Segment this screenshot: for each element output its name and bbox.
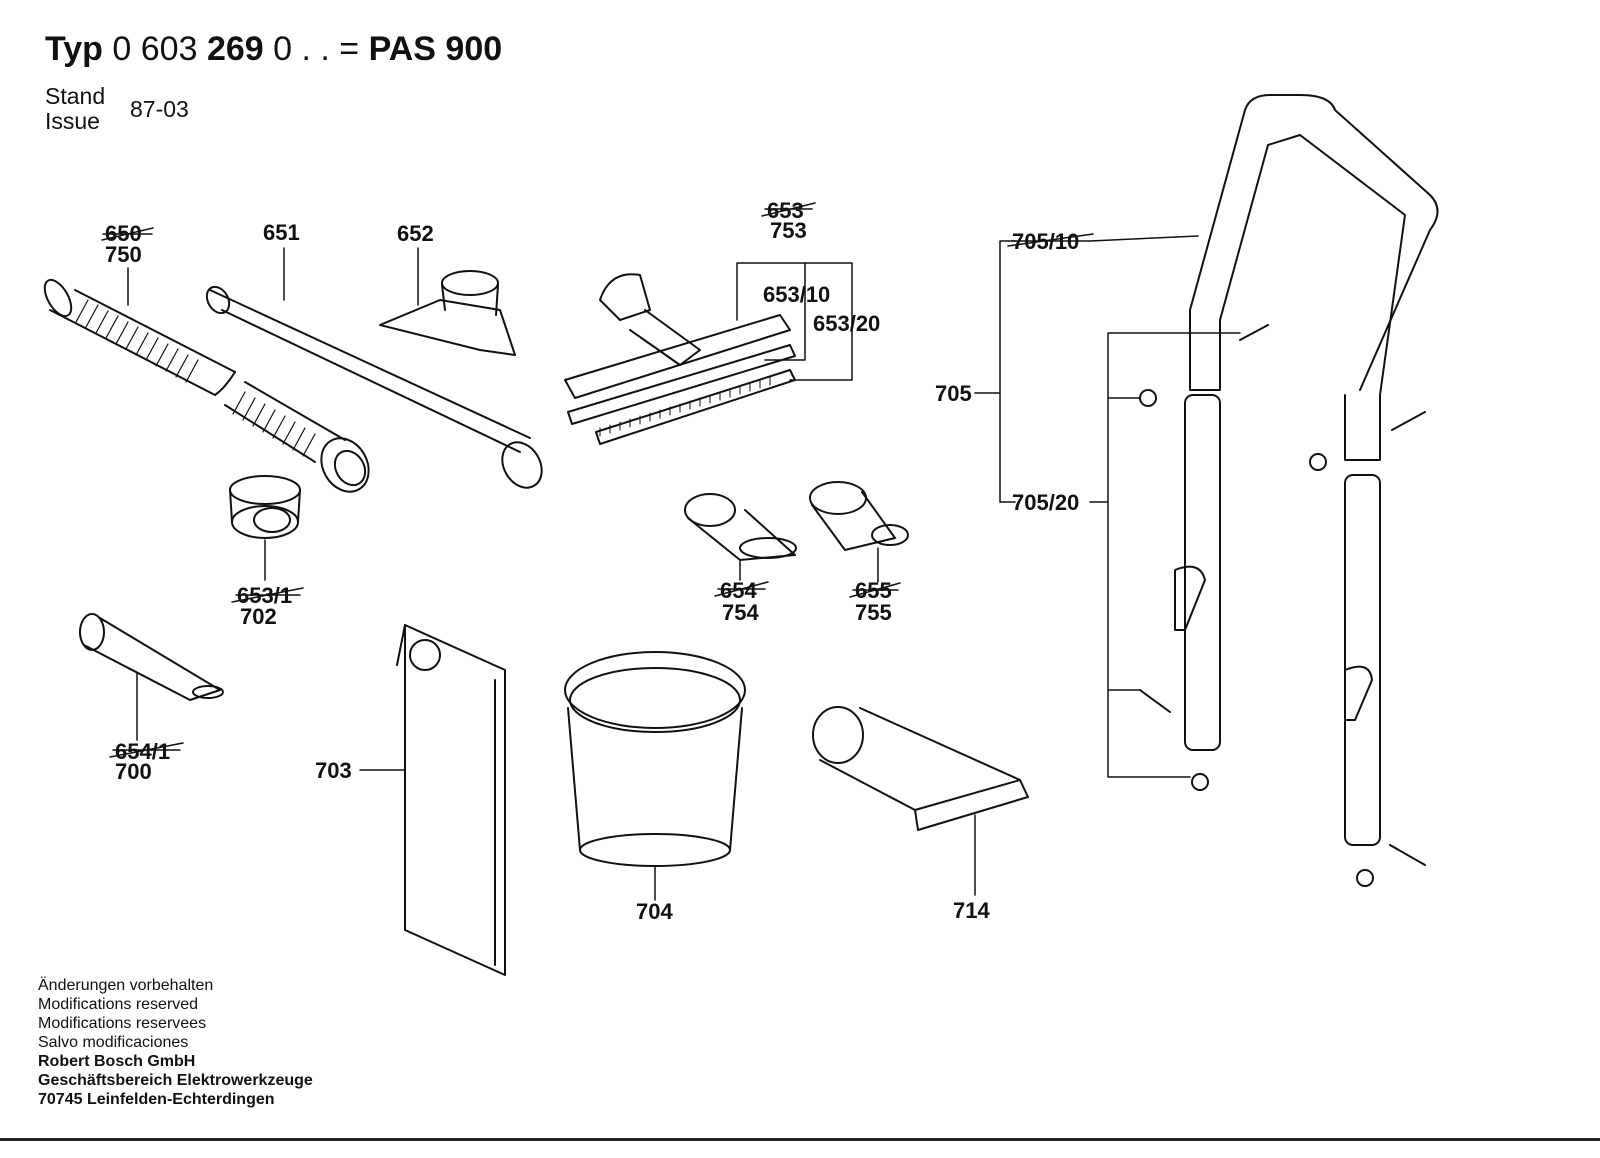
equals-sign: = [339,30,360,68]
label-653-10: 653/10 [763,282,830,307]
document-title: Typ 0 603 269 0 . . = PAS 900 [45,30,502,69]
label-655: 655 [855,578,892,603]
label-652: 652 [397,221,434,246]
label-700: 700 [115,759,152,784]
company-address: 70745 Leinfelden-Echterdingen [38,1091,275,1108]
adapter-part [229,475,301,581]
label-705: 705 [935,381,972,406]
label-750: 750 [105,242,142,267]
issue-date: 87-03 [130,96,189,122]
footer-line-es: Salvo modificaciones [38,1034,189,1051]
label-753: 753 [770,218,807,243]
label-653-1: 653/1 [237,583,292,608]
floor-nozzle-652 [379,247,516,356]
extension-tube-part [205,247,543,489]
floor-nozzle-753 [564,262,853,445]
label-714: 714 [953,898,990,923]
label-703: 703 [315,758,352,783]
hose-part [43,267,370,493]
wide-nozzle [812,706,1029,896]
footer-line-de: Änderungen vorbehalten [38,977,214,994]
handle-assembly [974,94,1439,887]
type-number-suffix: 0 . . [273,30,330,68]
footer-notes: Änderungen vorbehalten Modifications res… [38,976,313,1109]
footer-line-en: Modifications reserved [38,996,199,1013]
label-702: 702 [240,604,277,629]
strikethrough-marks [101,202,1094,758]
label-654-1: 654/1 [115,739,170,764]
label-654: 654 [720,578,757,603]
dust-bag [359,624,506,976]
company-division: Geschäftsbereich Elektrowerkzeuge [38,1072,313,1089]
type-number-prefix: 0 603 [112,30,198,68]
company-name: Robert Bosch GmbH [38,1053,196,1070]
model-name: PAS 900 [368,30,503,68]
label-755: 755 [855,600,892,625]
label-704: 704 [636,899,673,924]
issue-labels: Stand Issue [45,84,105,134]
filter-basket [564,651,746,901]
crevice-tool [79,613,224,741]
label-653: 653 [767,198,804,223]
footer-line-fr: Modifications reservees [38,1015,207,1032]
label-650: 650 [105,221,142,246]
label-653-20: 653/20 [813,311,880,336]
label-705-20: 705/20 [1012,490,1079,515]
nozzle-754 [684,493,797,581]
issue-label-de: Stand [45,83,106,109]
nozzle-755 [809,481,909,583]
bottom-rule [0,1138,1600,1141]
label-651: 651 [263,220,300,245]
label-705-10: 705/10 [1012,229,1079,254]
typ-label: Typ [45,30,103,68]
label-754: 754 [722,600,759,625]
type-number-main: 269 [206,30,264,68]
issue-label-en: Issue [45,108,100,134]
